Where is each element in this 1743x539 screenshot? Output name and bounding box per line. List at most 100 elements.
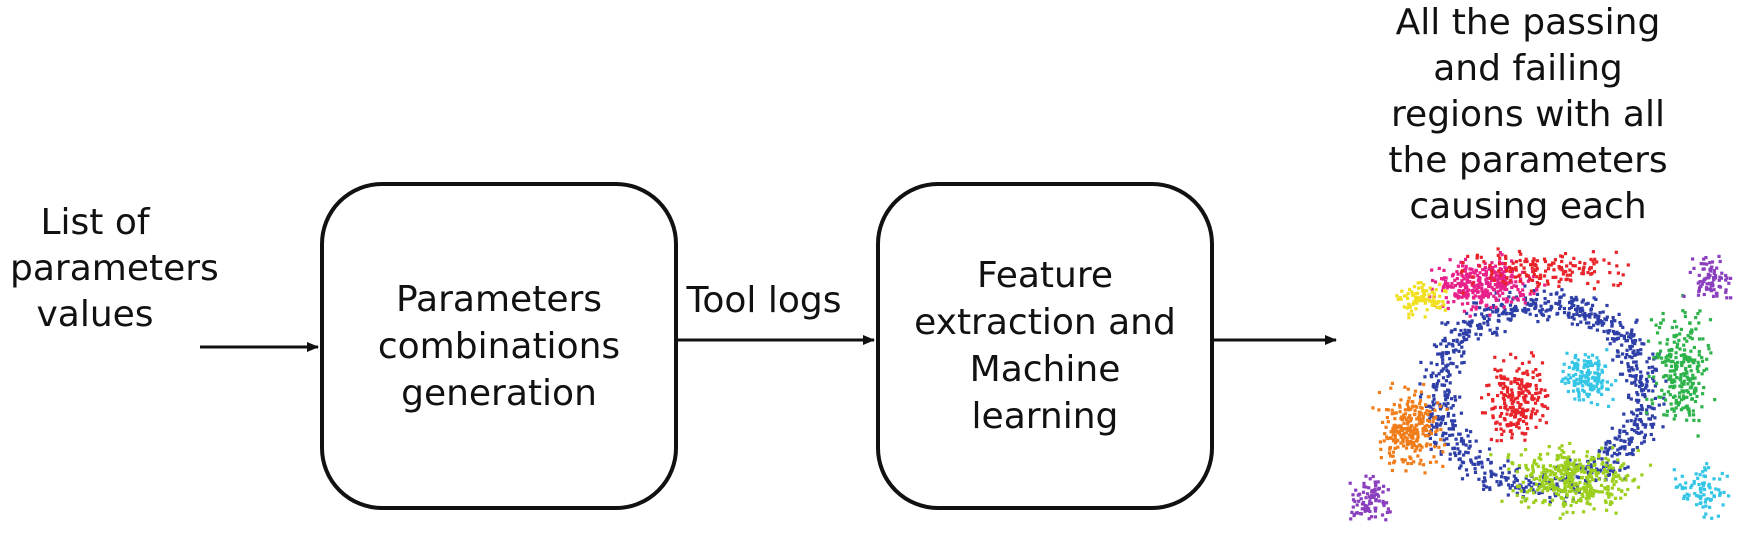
scatter-point [1547, 445, 1551, 449]
scatter-point [1702, 481, 1706, 485]
scatter-point [1567, 465, 1571, 469]
scatter-point [1420, 285, 1424, 290]
scatter-point [1584, 321, 1589, 325]
scatter-point [1446, 321, 1450, 325]
scatter-point [1685, 492, 1689, 496]
scatter-point [1520, 379, 1524, 383]
scatter-point [1700, 372, 1704, 376]
scatter-point [1576, 467, 1581, 471]
scatter-point [1614, 379, 1618, 383]
scatter-point [1568, 301, 1572, 305]
scatter-point [1590, 271, 1594, 276]
scatter-point [1669, 348, 1674, 352]
scatter-point [1348, 481, 1352, 485]
scatter-point [1399, 424, 1403, 428]
scatter-point [1537, 491, 1541, 495]
scatter-point [1660, 356, 1664, 360]
scatter-point [1477, 477, 1481, 481]
scatter-point [1563, 480, 1567, 484]
scatter-point [1685, 418, 1689, 422]
scatter-point [1428, 436, 1432, 440]
scatter-point [1563, 460, 1567, 464]
scatter-point [1604, 474, 1608, 478]
scatter-point [1613, 332, 1617, 336]
scatter-point [1427, 293, 1431, 297]
scatter-point [1676, 342, 1680, 346]
scatter-point [1472, 289, 1476, 293]
scatter-point [1482, 316, 1486, 321]
scatter-point [1509, 398, 1513, 402]
scatter-point [1349, 517, 1353, 521]
scatter-point [1639, 404, 1644, 408]
scatter-point [1699, 494, 1703, 499]
scatter-point [1453, 419, 1457, 423]
scatter-point [1499, 288, 1503, 292]
scatter-point [1390, 468, 1394, 473]
scatter-point [1510, 402, 1514, 406]
scatter-point [1424, 403, 1428, 407]
scatter-point [1414, 292, 1418, 296]
scatter-point [1389, 386, 1393, 390]
scatter-point [1484, 278, 1488, 282]
scatter-point [1413, 428, 1417, 432]
scatter-point [1629, 330, 1634, 334]
scatter-point [1605, 461, 1609, 465]
scatter-point [1409, 309, 1414, 313]
scatter-point [1595, 361, 1599, 365]
scatter-point [1662, 396, 1666, 400]
scatter-point [1408, 305, 1412, 309]
scatter-point [1508, 311, 1512, 316]
scatter-point [1461, 442, 1465, 446]
scatter-point [1444, 322, 1448, 326]
scatter-point [1451, 404, 1455, 408]
scatter-point [1484, 288, 1488, 292]
scatter-point [1441, 415, 1445, 419]
scatter-point [1584, 375, 1588, 379]
scatter-point [1477, 285, 1481, 289]
scatter-point [1433, 445, 1437, 449]
scatter-point [1424, 444, 1428, 448]
scatter-point [1626, 465, 1630, 469]
scatter-point [1514, 266, 1518, 270]
scatter-point [1617, 434, 1621, 439]
scatter-point [1460, 279, 1464, 283]
scatter-point [1610, 320, 1614, 324]
scatter-point [1430, 299, 1434, 303]
scatter-point [1606, 488, 1610, 492]
scatter-point [1365, 492, 1370, 496]
scatter-point [1430, 303, 1434, 307]
scatter-point [1637, 408, 1641, 412]
scatter-point [1401, 433, 1405, 437]
scatter-point [1585, 491, 1589, 495]
scatter-point [1546, 406, 1550, 410]
scatter-point [1550, 498, 1555, 502]
scatter-point [1502, 382, 1506, 386]
scatter-point [1594, 371, 1598, 375]
scatter-point [1639, 411, 1643, 415]
scatter-point [1483, 294, 1487, 298]
scatter-point [1600, 368, 1604, 372]
scatter-point [1415, 417, 1419, 421]
scatter-point [1422, 283, 1426, 287]
scatter-point [1495, 480, 1499, 484]
scatter-point [1454, 453, 1458, 458]
scatter-point [1377, 486, 1381, 490]
scatter-point [1496, 280, 1500, 284]
scatter-point [1596, 322, 1600, 326]
scatter-point [1507, 471, 1511, 475]
scatter-point [1601, 460, 1605, 465]
scatter-point [1414, 447, 1418, 451]
scatter-point [1403, 385, 1407, 389]
scatter-point [1529, 416, 1533, 420]
step-1-label-line: generation [401, 372, 597, 414]
scatter-point [1465, 296, 1469, 300]
scatter-point [1555, 312, 1559, 316]
scatter-point [1690, 337, 1694, 341]
scatter-point [1692, 413, 1696, 417]
scatter-point [1574, 500, 1578, 504]
scatter-point [1634, 320, 1638, 324]
scatter-point [1396, 445, 1400, 449]
scatter-point [1635, 391, 1639, 395]
scatter-point [1480, 461, 1484, 465]
scatter-point [1594, 471, 1598, 475]
